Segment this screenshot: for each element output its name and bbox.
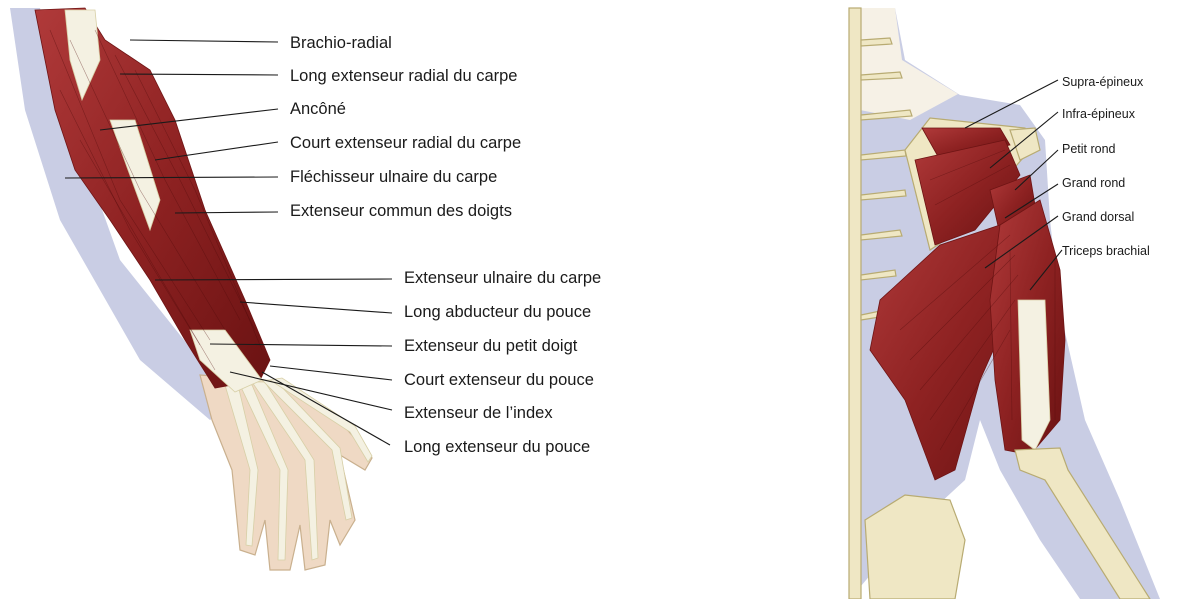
label-grand-dorsal: Grand dorsal <box>1062 210 1134 224</box>
label-ancone: Ancôné <box>290 100 346 118</box>
label-infra-epineux: Infra-épineux <box>1062 107 1136 121</box>
label-extenseur-ulnaire-du-carpe: Extenseur ulnaire du carpe <box>404 269 601 287</box>
leader-line <box>130 40 278 42</box>
label-extenseur-commun-des-doigts: Extenseur commun des doigts <box>290 202 512 220</box>
label-extenseur-de-l-index: Extenseur de l’index <box>404 404 553 422</box>
label-court-extenseur-du-pouce: Court extenseur du pouce <box>404 371 594 389</box>
label-court-extenseur-radial-du-carpe: Court extenseur radial du carpe <box>290 134 521 152</box>
shoulder-illustration <box>849 8 1160 599</box>
leader-line <box>240 302 392 313</box>
label-triceps-brachial: Triceps brachial <box>1062 244 1150 258</box>
label-long-abducteur-du-pouce: Long abducteur du pouce <box>404 303 591 321</box>
forearm-illustration <box>10 8 372 570</box>
label-grand-rond: Grand rond <box>1062 176 1125 190</box>
label-brachio-radial: Brachio-radial <box>290 34 392 52</box>
label-flechisseur-ulnaire-du-carpe: Fléchisseur ulnaire du carpe <box>290 168 497 186</box>
label-long-extenseur-radial-du-carpe: Long extenseur radial du carpe <box>290 67 518 85</box>
leader-line <box>270 366 392 380</box>
label-petit-rond: Petit rond <box>1062 142 1116 156</box>
label-long-extenseur-du-pouce: Long extenseur du pouce <box>404 438 590 456</box>
label-extenseur-du-petit-doigt: Extenseur du petit doigt <box>404 337 578 355</box>
label-supra-epineux: Supra-épineux <box>1062 75 1144 89</box>
